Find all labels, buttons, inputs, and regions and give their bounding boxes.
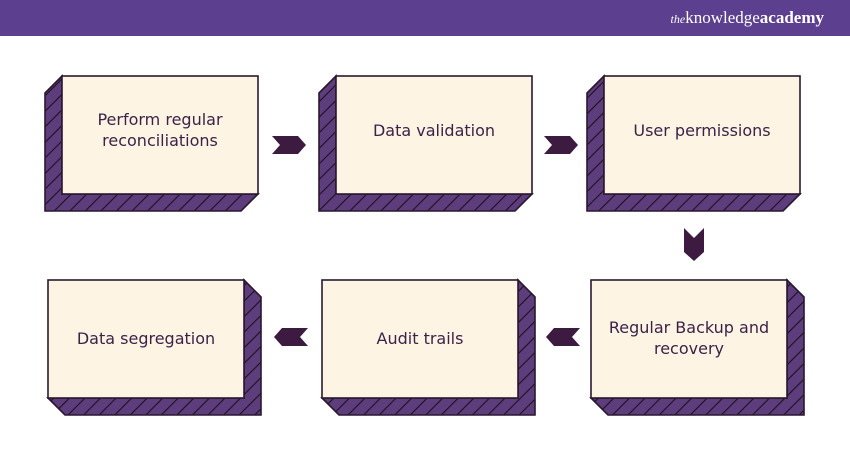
header-bar: theknowledgeacademy — [0, 0, 850, 36]
step-label: Audit trails — [376, 328, 464, 348]
flow-arrow-left-icon — [274, 328, 308, 346]
flow-arrow-down-icon — [684, 228, 704, 261]
step-label: Perform regular reconciliations — [97, 110, 223, 150]
brand-name-part1: knowledge — [685, 8, 760, 27]
step-box — [603, 75, 801, 195]
flow-arrow-left-icon — [546, 328, 580, 346]
step-box — [321, 279, 519, 399]
step-box — [47, 279, 245, 399]
step-box — [590, 279, 788, 399]
step-label: Data segregation — [76, 328, 216, 348]
step-box — [61, 75, 259, 195]
brand-prefix: the — [670, 12, 686, 26]
step-label: User permissions — [633, 120, 771, 140]
step-label: Regular Backup and recovery — [608, 318, 770, 358]
brand-logo: theknowledgeacademy — [671, 8, 824, 29]
step-label: Data validation — [372, 120, 496, 140]
flow-arrow-right-icon — [272, 136, 306, 154]
brand-name-part2: academy — [759, 8, 824, 27]
step-box — [335, 75, 533, 195]
flow-arrow-right-icon — [544, 136, 578, 154]
